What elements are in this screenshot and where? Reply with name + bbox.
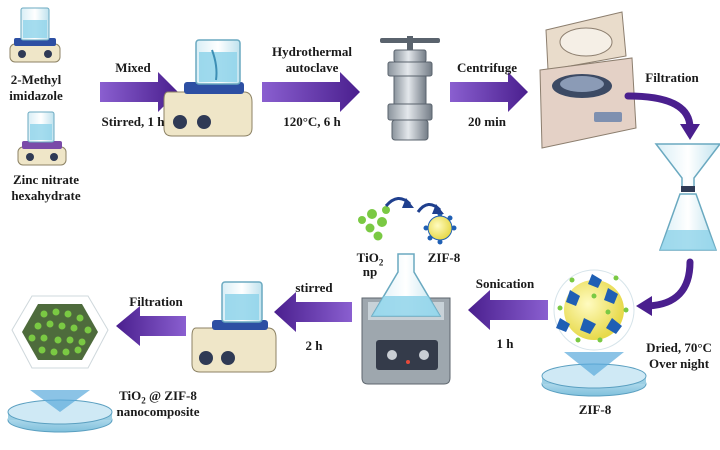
arrow-centrifuge — [450, 72, 528, 112]
step-mixed-label: Mixed — [115, 60, 151, 75]
reagent-methyl-line1: 2-Methyl — [10, 72, 62, 87]
methylimidazole-hotplate-icon — [9, 7, 61, 63]
step-stirred-1h-label: Stirred, 1 h — [101, 114, 165, 129]
reagent-zinc-line1: Zinc nitrate — [12, 172, 80, 187]
step-filtration-label-2: Filtration — [129, 294, 183, 309]
step-hydrothermal-conditions: 120°C, 6 h — [283, 114, 341, 129]
step-filtration-label-1: Filtration — [645, 70, 699, 85]
final-product-label: TiO2 @ ZIF-8 — [119, 388, 197, 406]
autoclave-icon — [380, 36, 440, 141]
arrow-mixed — [100, 72, 178, 112]
step-dried-line1: Dried, 70°C — [646, 340, 712, 355]
arrow-dried-curved — [636, 258, 694, 316]
arrow-sonication — [468, 290, 548, 330]
tio2-np-icon — [358, 206, 390, 241]
arrow-filtration-curved — [624, 92, 700, 140]
step-dried-line2: Over night — [648, 356, 710, 371]
step-hydrothermal-line1: Hydrothermal — [272, 44, 352, 59]
arrow-stirred — [274, 292, 352, 332]
step-sonication-label: Sonication — [475, 276, 535, 291]
centrifuge-icon — [539, 11, 637, 149]
step-hydrothermal-line2: autoclave — [285, 60, 339, 75]
mixing-curved-arrows-icon — [384, 197, 444, 214]
reagent-methyl-line2: imidazole — [9, 88, 63, 103]
reagent-zinc-line2: hexahydrate — [11, 188, 81, 203]
arrow-hydrothermal — [262, 72, 360, 112]
zif8-product-icon — [541, 269, 647, 397]
final-product-label-line2: nanocomposite — [116, 404, 200, 419]
step-centrifuge-label: Centrifuge — [457, 60, 517, 75]
tio2-np-label: TiO2 — [356, 250, 384, 268]
step-sonication-time: 1 h — [496, 336, 514, 351]
funnel-flask-icon — [654, 143, 720, 251]
step-stirred-label: stirred — [295, 280, 333, 295]
zif8-mini-icon — [423, 211, 457, 245]
arrow-filtration-left — [116, 306, 186, 346]
tio2-np-sub-label: np — [362, 264, 378, 279]
step-centrifuge-time: 20 min — [468, 114, 506, 129]
stirring-hotplate-icon — [191, 281, 277, 373]
zinc-nitrate-hotplate-icon — [17, 111, 67, 166]
zif8-mini-label: ZIF-8 — [427, 250, 461, 265]
zif8-product-label: ZIF-8 — [578, 402, 612, 417]
tio2-zif8-nanocomposite-icon — [7, 295, 113, 433]
step-stirred-time: 2 h — [305, 338, 323, 353]
ultrasonic-bath-icon — [361, 253, 451, 385]
mixed-solution-hotplate-icon — [163, 39, 253, 137]
